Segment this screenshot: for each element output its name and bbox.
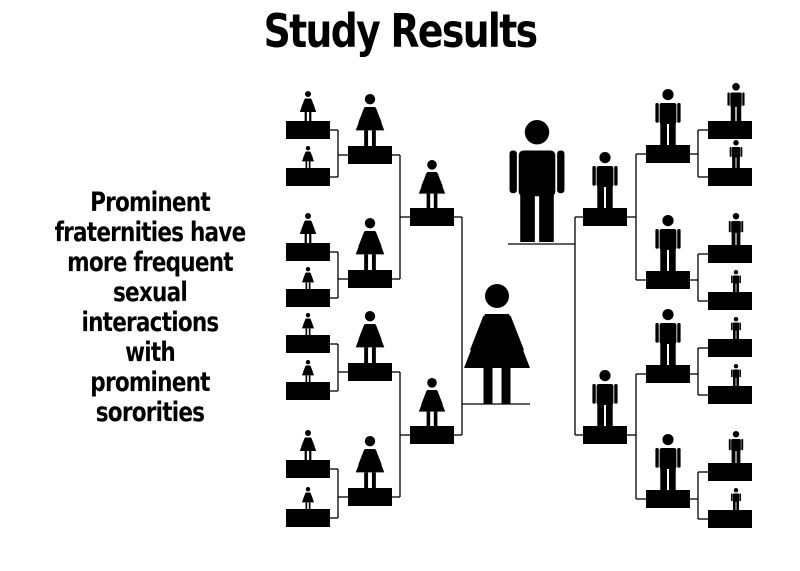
male-figure-icon bbox=[655, 89, 681, 145]
bracket-pedestal bbox=[348, 363, 392, 381]
bracket-lines bbox=[330, 129, 708, 520]
bracket-pedestal bbox=[286, 243, 330, 261]
bracket-pedestal bbox=[708, 510, 752, 528]
female-figure-icon bbox=[299, 91, 317, 121]
caption-line: interactions with bbox=[81, 307, 220, 368]
bracket-pedestal bbox=[708, 121, 752, 139]
female-figure-icon bbox=[464, 284, 530, 404]
male-figure-icon bbox=[727, 83, 745, 121]
bracket-pedestal bbox=[646, 271, 690, 289]
caption-line: fraternities have bbox=[54, 217, 247, 248]
bracket-pedestal bbox=[286, 335, 330, 353]
bracket-pedestal bbox=[708, 339, 752, 357]
caption-line: Prominent bbox=[90, 187, 211, 218]
study-caption: Prominent fraternities have more frequen… bbox=[54, 187, 247, 428]
male-figure-icon bbox=[731, 317, 741, 339]
male-figure-icon bbox=[728, 431, 744, 463]
bracket-pedestal bbox=[646, 145, 690, 163]
bracket-pedestal bbox=[348, 270, 392, 288]
bracket-pedestal bbox=[646, 490, 690, 508]
male-figure-icon bbox=[731, 488, 741, 510]
female-figure-icon bbox=[418, 378, 446, 426]
female-figure-icon bbox=[355, 436, 385, 488]
female-figure-icon bbox=[418, 160, 446, 208]
female-figure-icon bbox=[299, 430, 317, 460]
page-title: Study Results bbox=[263, 4, 538, 58]
female-figure-icon bbox=[301, 146, 315, 168]
caption-line: more frequent bbox=[67, 247, 233, 278]
bracket-pedestal bbox=[708, 168, 752, 186]
male-figure-icon bbox=[731, 364, 741, 386]
bracket-pedestal bbox=[708, 386, 752, 404]
bracket-pedestal bbox=[286, 289, 330, 307]
male-figure-icon bbox=[728, 213, 744, 245]
bracket-pedestal bbox=[286, 168, 330, 186]
bracket-pedestal bbox=[286, 121, 330, 139]
male-figure-icon bbox=[731, 270, 741, 292]
bracket-pedestal bbox=[646, 365, 690, 383]
bracket-pedestal bbox=[286, 460, 330, 478]
female-figure-icon bbox=[355, 218, 385, 270]
bracket-pedestal bbox=[410, 426, 454, 444]
male-figure-icon bbox=[592, 370, 618, 426]
male-figure-icon bbox=[655, 309, 681, 365]
female-figure-icon bbox=[301, 267, 315, 289]
bracket-pedestal bbox=[708, 463, 752, 481]
male-figure-icon bbox=[592, 152, 618, 208]
female-figure-icon bbox=[301, 360, 315, 382]
female-figure-icon bbox=[301, 487, 315, 509]
bracket-pedestal bbox=[348, 488, 392, 506]
bracket-pedestal bbox=[583, 426, 627, 444]
caption-line: prominent bbox=[90, 367, 210, 398]
female-figure-icon bbox=[299, 213, 317, 243]
female-figure-icon bbox=[355, 94, 385, 146]
female-figure-icon bbox=[301, 313, 315, 335]
bracket-pedestal bbox=[708, 292, 752, 310]
male-figure-icon bbox=[655, 215, 681, 271]
bracket-pedestal bbox=[286, 509, 330, 527]
male-figure-icon bbox=[729, 140, 743, 168]
bracket-pedestal bbox=[708, 245, 752, 263]
bracket-pedestal bbox=[410, 208, 454, 226]
female-figure-icon bbox=[355, 311, 385, 363]
male-figure-icon bbox=[509, 120, 565, 242]
bracket-pedestal bbox=[348, 146, 392, 164]
bracket-pedestal bbox=[286, 382, 330, 400]
caption-line: sororities bbox=[95, 397, 205, 428]
bracket-pedestal bbox=[583, 208, 627, 226]
caption-line: sexual bbox=[113, 277, 188, 308]
bracket-pedestals bbox=[286, 121, 752, 528]
bracket-figures bbox=[299, 83, 745, 510]
male-figure-icon bbox=[655, 434, 681, 490]
